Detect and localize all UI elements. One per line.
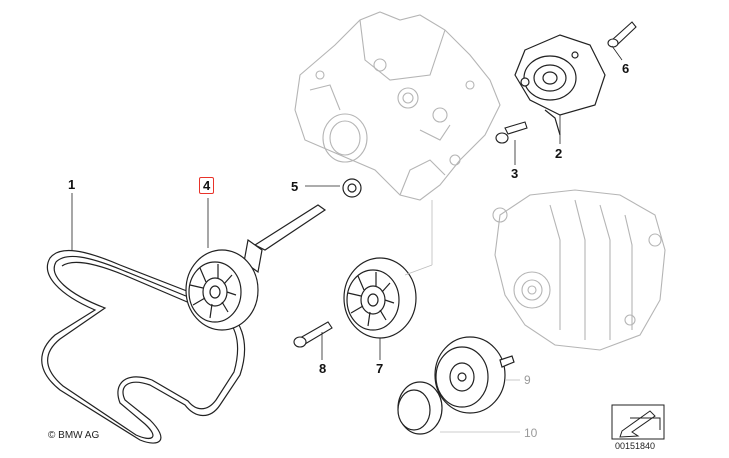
engine-block-outline xyxy=(294,11,501,201)
washer-part-5 xyxy=(342,178,362,198)
callout-2: 2 xyxy=(555,146,563,161)
callout-3: 3 xyxy=(511,166,519,181)
deflection-pulley-part-7 xyxy=(343,257,417,339)
copyright-notice: © BMW AG xyxy=(48,430,100,441)
callout-10: 10 xyxy=(524,426,538,440)
bolt-part-8 xyxy=(293,321,333,348)
bolt-part-3 xyxy=(495,121,528,144)
callout-5: 5 xyxy=(291,179,299,194)
orientation-arrow-icon xyxy=(611,404,665,440)
tensioner-unit xyxy=(514,34,606,136)
alternator-outline xyxy=(492,189,666,351)
callout-1: 1 xyxy=(68,177,76,192)
callout-9: 9 xyxy=(524,373,531,387)
bolt-part-6 xyxy=(607,21,637,48)
leader-lines xyxy=(71,45,623,360)
callout-4: 4 xyxy=(199,177,215,194)
callout-7: 7 xyxy=(376,361,384,376)
document-number: 00151840 xyxy=(615,441,656,451)
idler-pulley-with-arm xyxy=(185,204,327,331)
callout-6: 6 xyxy=(622,61,630,76)
cap-part-10 xyxy=(397,381,443,435)
pulley-part-9 xyxy=(434,336,515,414)
ghost-leader-lines xyxy=(404,200,520,433)
callout-8: 8 xyxy=(319,361,327,376)
